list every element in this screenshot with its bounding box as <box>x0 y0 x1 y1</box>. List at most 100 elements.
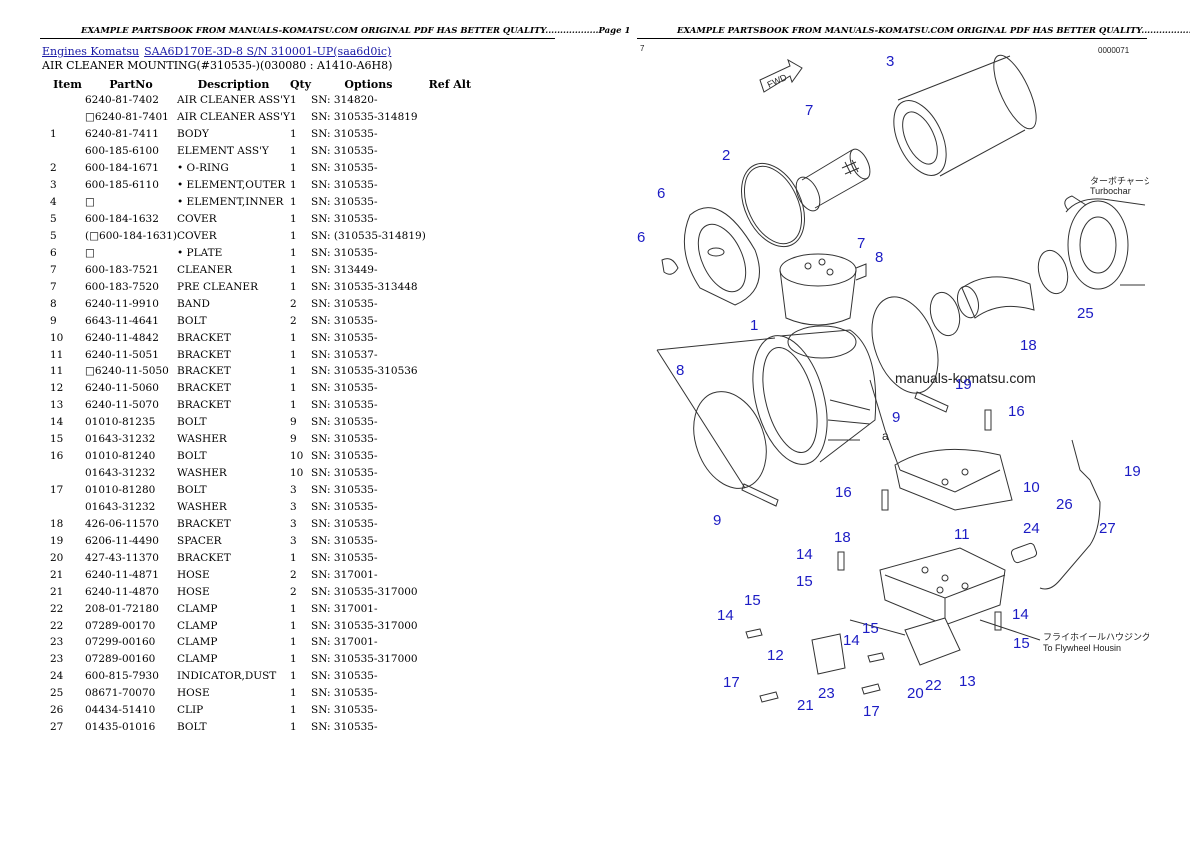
cell-options: SN: 310535- <box>311 450 378 463</box>
cell-description: BRACKET <box>177 331 231 344</box>
cell-qty: 2 <box>289 297 297 310</box>
cell-partno: 04434-51410 <box>85 704 156 717</box>
cell-partno: 6240-11-9910 <box>85 297 159 310</box>
cell-ref-alt <box>426 702 474 719</box>
cell-qty: 1 <box>289 213 297 226</box>
cell-options: SN: 310535- <box>311 534 378 547</box>
breadcrumb: Engines Komatsu SAA6D170E-3D-8 S/N 310001… <box>42 45 391 58</box>
cell-partno: 6240-11-5060 <box>85 382 159 395</box>
cell-partno: □6240-81-7401 <box>85 111 169 124</box>
cell-item: 12 <box>50 382 64 395</box>
cell-description: BRACKET <box>177 365 231 378</box>
cell-item: 8 <box>50 297 57 310</box>
cell-item: 5 <box>50 229 57 242</box>
diagram-corner-code: 0000071 <box>1098 46 1130 55</box>
cell-ref-alt <box>426 668 474 685</box>
callout-number: 1 <box>750 317 758 334</box>
watermark-text: manuals-komatsu.com <box>895 370 1036 386</box>
cell-item: 10 <box>50 331 64 344</box>
hose-part <box>956 276 1035 319</box>
callout-number: 24 <box>1023 520 1040 537</box>
cell-item <box>42 92 85 109</box>
cell-item: 1 <box>50 128 57 141</box>
cell-options: SN: 310535- <box>311 551 378 564</box>
cell-options: SN: 310535- <box>311 517 378 530</box>
cell-item: 24 <box>50 670 64 683</box>
callout-number: 27 <box>1099 520 1116 537</box>
cell-description: BOLT <box>177 314 207 327</box>
cell-partno: 01643-31232 <box>85 467 156 480</box>
o-ring-part <box>741 162 805 248</box>
cell-item: 27 <box>50 721 64 734</box>
cell-options: SN: 310535-313448 <box>311 280 418 293</box>
cell-ref-alt <box>426 448 474 465</box>
cell-description: BRACKET <box>177 517 231 530</box>
cover-part <box>683 207 760 306</box>
cell-item <box>42 465 85 482</box>
cell-description: CLIP <box>177 704 204 717</box>
cell-item: 17 <box>50 484 64 497</box>
cell-options: SN: (310535-314819) <box>311 229 426 242</box>
cell-description: CLAMP <box>177 653 218 666</box>
col-header-partno: PartNo <box>109 77 153 91</box>
cell-item: 7 <box>50 280 57 293</box>
cell-ref-alt <box>426 211 474 228</box>
flywheel-label-en: To Flywheel Housin <box>1043 643 1121 653</box>
cell-item: 22 <box>50 619 64 632</box>
callout-number: 14 <box>843 632 860 649</box>
col-header-item: Item <box>53 77 82 91</box>
cell-description: ELEMENT ASS'Y <box>177 145 269 158</box>
cell-description: INDICATOR,DUST <box>177 670 277 683</box>
cell-description: CLAMP <box>177 619 218 632</box>
cell-qty: 3 <box>289 534 297 547</box>
cell-description: WASHER <box>177 467 227 480</box>
cell-ref-alt <box>426 380 474 397</box>
cell-description: SPACER <box>177 534 222 547</box>
cell-item: 21 <box>50 585 64 598</box>
breadcrumb-link-engines[interactable]: Engines Komatsu <box>42 45 140 58</box>
cell-qty: 1 <box>289 111 297 124</box>
callout-number: 21 <box>797 697 814 714</box>
callout-number: 19 <box>1124 463 1141 480</box>
callout-number: 11 <box>954 526 970 543</box>
col-header-options: Options <box>344 77 393 91</box>
header-rule-right <box>637 38 1147 39</box>
cell-options: SN: 310535- <box>311 179 378 192</box>
cell-description: BAND <box>177 297 210 310</box>
cell-description: • PLATE <box>177 246 223 259</box>
cell-qty: 1 <box>289 365 297 378</box>
cell-item <box>42 499 85 516</box>
cell-options: SN: 310535-317000 <box>311 585 418 598</box>
callout-number: 2 <box>722 147 730 164</box>
cell-description: BRACKET <box>177 382 231 395</box>
breadcrumb-link-model[interactable]: SAA6D170E-3D-8 S/N 310001-UP(saa6d0ic) <box>144 45 392 58</box>
cell-ref-alt <box>426 482 474 499</box>
cell-ref-alt <box>426 126 474 143</box>
outer-element-part <box>893 54 1037 177</box>
cell-ref-alt <box>426 312 474 329</box>
cell-description: COVER <box>177 213 217 226</box>
cell-qty: 3 <box>289 484 297 497</box>
cell-description: WASHER <box>177 500 227 513</box>
cell-partno: 07289-00170 <box>85 619 156 632</box>
cell-qty: 2 <box>289 568 297 581</box>
cell-options: SN: 317001- <box>311 636 378 649</box>
callout-number: 6 <box>657 185 665 202</box>
cell-qty: 10 <box>289 467 304 480</box>
flywheel-label-jp: フライホイールハウジング <box>1043 631 1149 642</box>
cell-item: 16 <box>50 450 64 463</box>
cell-description: WASHER <box>177 433 227 446</box>
bracket-10-part <box>894 448 1013 511</box>
cell-options: SN: 310535- <box>311 213 378 226</box>
cell-qty: 1 <box>289 196 297 209</box>
